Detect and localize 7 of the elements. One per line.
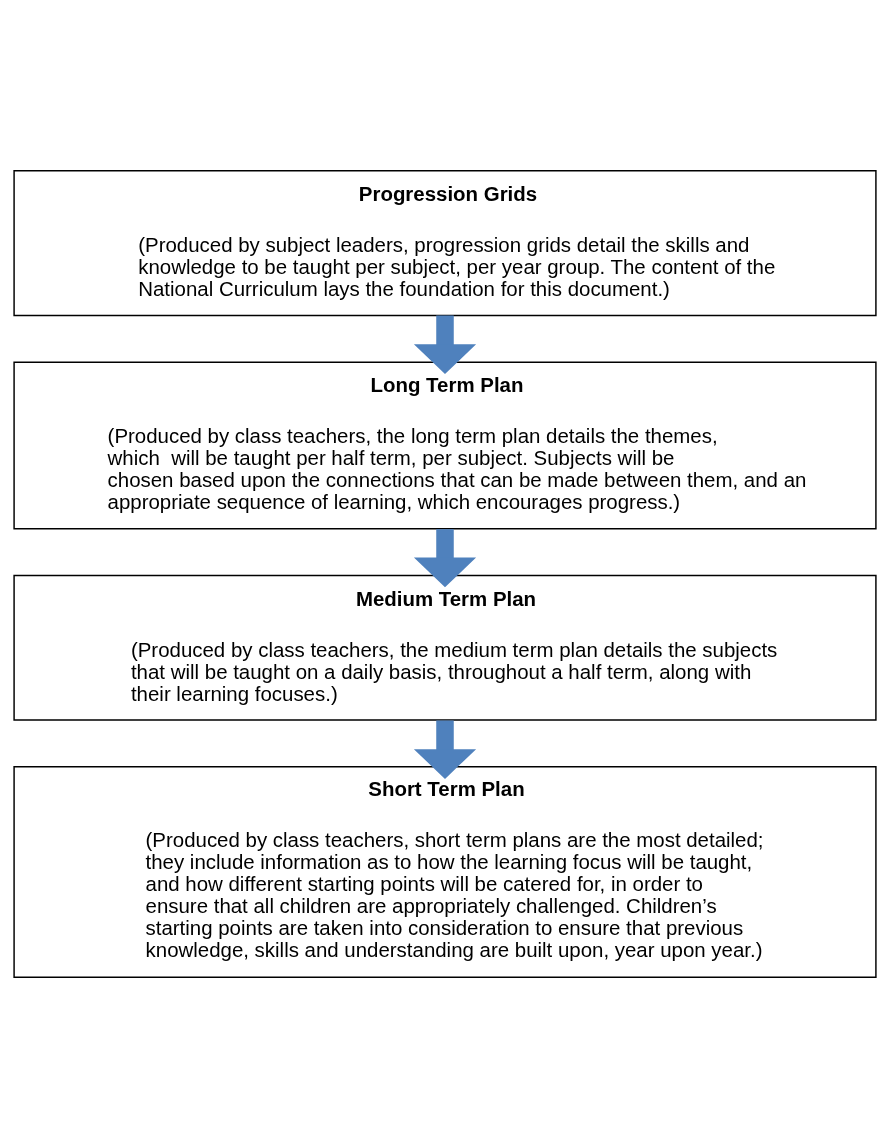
node-box: Long Term Plan (Produced by class teachers, the long term plan details the themes, which will be taught per half term, per subject. Subjects will be chosen based upon the connections that can be made between them, and an appropriate sequence of learning, which encourages progress.): [13, 361, 877, 530]
node-box: Medium Term Plan (Produced by class teachers, the medium term plan details the subjects that will be taught on a daily basis, throughout a half term, along with their learning focuses.): [13, 574, 877, 721]
arrow: [413, 529, 477, 588]
node-box: Progression Grids (Produced by subject leaders, progression grids detail the skills and knowledge to be taught per subject, per year group. The content of the National Curriculum lays the foundation for this document.): [13, 170, 877, 317]
arrow: [413, 315, 477, 374]
arrow: [413, 720, 477, 779]
node-box: Short Term Plan (Produced by class teachers, short term plans are the most detailed; they include information as to how the learning focus will be taught, and how different starting points will be catered for, in order to ensure that all children are appropriately challenged. Children’s starting points are taken into consideration to ensure that previous knowledge, skills and understanding are built upon, year upon year.): [13, 766, 877, 978]
